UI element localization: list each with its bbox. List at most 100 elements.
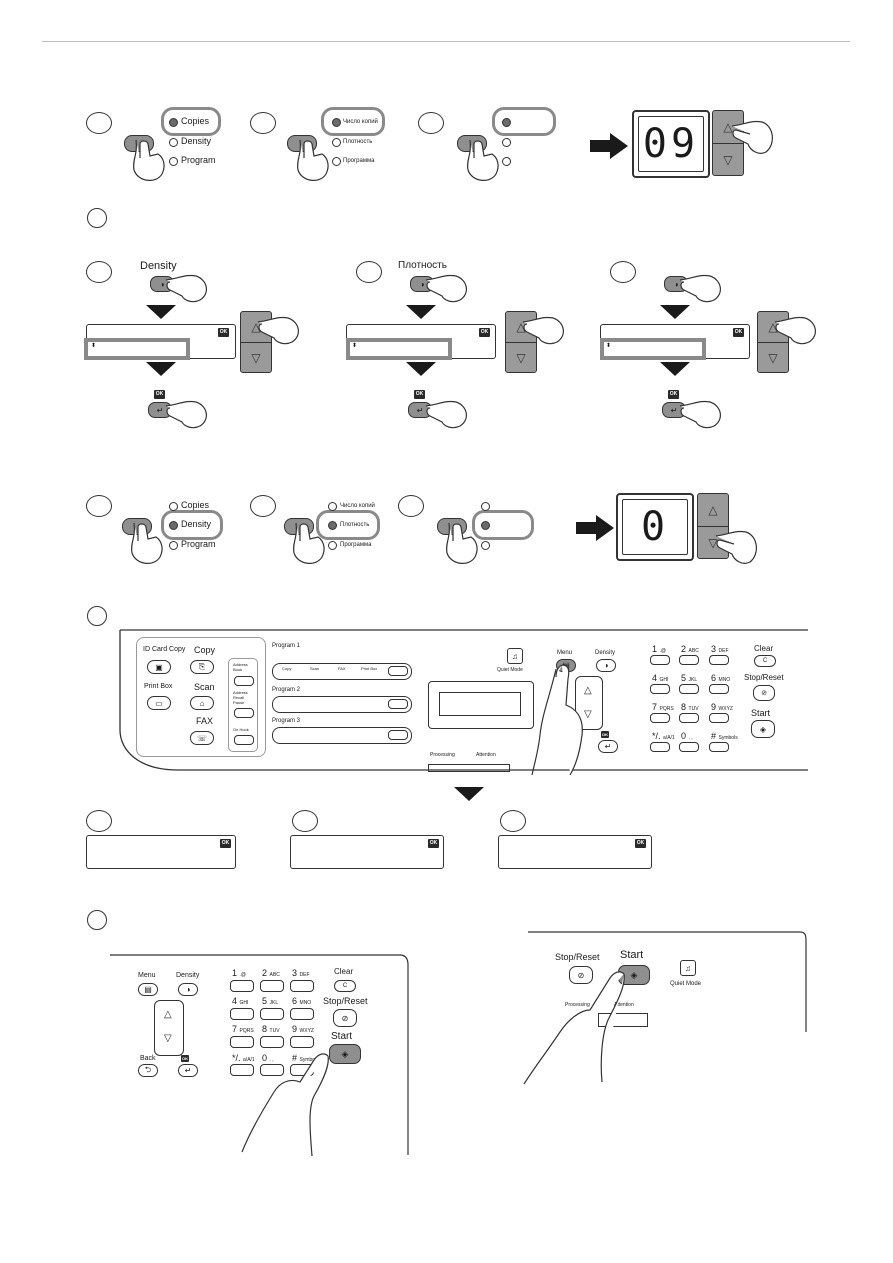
key-9-button[interactable] <box>290 1036 314 1048</box>
key-0-button[interactable] <box>679 742 699 752</box>
mode-key-group <box>136 637 266 757</box>
program-1-row[interactable] <box>272 663 412 680</box>
fax-button[interactable]: ☏ <box>190 731 214 745</box>
led-highlight <box>492 107 556 136</box>
clear-button[interactable]: C <box>754 655 776 667</box>
address-recall-button[interactable] <box>234 708 254 718</box>
stop-reset-button[interactable]: ⊘ <box>753 685 775 701</box>
on-hook-button[interactable] <box>234 735 254 745</box>
program-2-button[interactable] <box>388 699 408 709</box>
key-8-button[interactable] <box>260 1036 284 1048</box>
led-highlight <box>161 107 221 136</box>
density-button[interactable]: ◑ <box>178 983 198 996</box>
hand-press-icon <box>731 120 773 154</box>
up-arrow-icon[interactable]: △ <box>768 320 778 334</box>
section-badge <box>87 208 107 228</box>
stop-reset-button[interactable]: ⊘ <box>333 1009 357 1027</box>
key-5-button[interactable] <box>679 684 699 694</box>
arrow-keys[interactable]: △ ▽ <box>575 676 603 730</box>
ok-button[interactable]: ↵ <box>178 1064 198 1077</box>
ok-button[interactable]: ↵ <box>598 740 618 753</box>
up-arrow-icon[interactable]: △ <box>723 120 733 134</box>
menu-button[interactable]: ▤ <box>138 983 158 996</box>
hand-press-icon <box>679 274 721 303</box>
key-5-button[interactable] <box>260 1008 284 1020</box>
arrow-keys[interactable]: △ ▽ <box>154 1000 184 1056</box>
key-star-button[interactable] <box>230 1064 254 1076</box>
start-button[interactable]: ◈ <box>751 720 775 738</box>
key-8-button[interactable] <box>679 713 699 723</box>
quiet-mode-icon[interactable]: ♫ <box>507 648 523 664</box>
program-3-button[interactable] <box>388 730 408 740</box>
step-badge-b <box>250 112 276 134</box>
arrow-keys[interactable]: △ ▽ <box>697 493 729 559</box>
density-button[interactable]: ◑ <box>596 659 616 672</box>
key-4-letters: GHI <box>239 1000 249 1006</box>
key-2-button[interactable] <box>260 980 284 992</box>
key-6-button[interactable] <box>290 1008 314 1020</box>
back-button[interactable]: ⮌ <box>138 1064 158 1077</box>
step-badge-b <box>356 261 382 283</box>
address-book-button[interactable] <box>234 676 254 686</box>
address-book-label: Address Book <box>233 662 248 672</box>
status-indicator-strip <box>428 764 510 772</box>
density-label: Плотность <box>343 139 373 145</box>
up-arrow-icon[interactable]: △ <box>516 320 526 334</box>
clear-button[interactable]: C <box>334 980 356 992</box>
key-7-button[interactable] <box>230 1036 254 1048</box>
down-arrow-icon[interactable]: ▽ <box>164 1033 172 1044</box>
key-1-button[interactable] <box>650 655 670 665</box>
back-label: Back <box>140 1055 156 1062</box>
right-arrow-icon <box>576 515 614 541</box>
key-4-button[interactable] <box>230 1008 254 1020</box>
down-arrow-icon[interactable]: ▽ <box>713 143 743 176</box>
up-arrow-icon[interactable]: △ <box>164 1009 172 1020</box>
down-arrow-icon[interactable]: ▽ <box>506 342 536 373</box>
key-7-button[interactable] <box>650 713 670 723</box>
key-1-label: 1 .@ <box>232 968 246 978</box>
down-arrow-icon[interactable]: ▽ <box>698 526 728 559</box>
hand-press-icon <box>296 139 329 181</box>
start-button[interactable]: ◈ <box>618 965 650 985</box>
copies-led <box>169 502 178 511</box>
key-0-button[interactable] <box>260 1064 284 1076</box>
key-star-button[interactable] <box>650 742 670 752</box>
program-1-button[interactable] <box>388 666 408 676</box>
density-button-label: Density <box>140 260 177 272</box>
scan-button[interactable]: ⌂ <box>190 696 214 710</box>
id-card-copy-button[interactable]: ▣ <box>147 660 171 674</box>
down-arrow-icon[interactable]: ▽ <box>241 342 271 373</box>
step-badge-c <box>418 112 444 134</box>
up-arrow-icon[interactable]: △ <box>584 685 592 696</box>
key-1-button[interactable] <box>230 980 254 992</box>
up-arrow-icon[interactable]: △ <box>251 320 261 334</box>
hand-press-icon <box>523 971 625 1085</box>
key-2-label: 2 ABC <box>262 968 280 978</box>
stop-reset-button[interactable]: ⊘ <box>569 966 593 984</box>
down-triangle-icon <box>454 787 484 801</box>
quiet-mode-icon[interactable]: ♫ <box>680 960 696 976</box>
down-arrow-icon[interactable]: ▽ <box>758 342 788 373</box>
key-4-button[interactable] <box>650 684 670 694</box>
key-3-button[interactable] <box>290 980 314 992</box>
ok-icon: OK <box>479 328 490 337</box>
key-6-button[interactable] <box>709 684 729 694</box>
hand-press-icon <box>165 274 207 303</box>
key-9-button[interactable] <box>709 713 729 723</box>
key-6-digit: 6 <box>292 996 298 1006</box>
start-button[interactable]: ◈ <box>329 1044 361 1064</box>
ok-icon: OK <box>635 839 646 848</box>
copy-button[interactable]: ⎘ <box>190 660 214 674</box>
scan-label: Scan <box>194 682 215 692</box>
down-arrow-icon[interactable]: ▽ <box>584 709 592 720</box>
key-3-button[interactable] <box>709 655 729 665</box>
print-box-button[interactable]: ▭ <box>147 696 171 710</box>
key-2-button[interactable] <box>679 655 699 665</box>
program-2-row[interactable] <box>272 696 412 713</box>
print-box-label: Print Box <box>144 683 173 690</box>
program-3-row[interactable] <box>272 727 412 744</box>
up-arrow-icon[interactable]: △ <box>708 503 718 517</box>
top-rule <box>42 41 850 42</box>
key-hash-button[interactable] <box>709 742 729 752</box>
arrow-keys[interactable]: △ ▽ <box>712 110 744 176</box>
